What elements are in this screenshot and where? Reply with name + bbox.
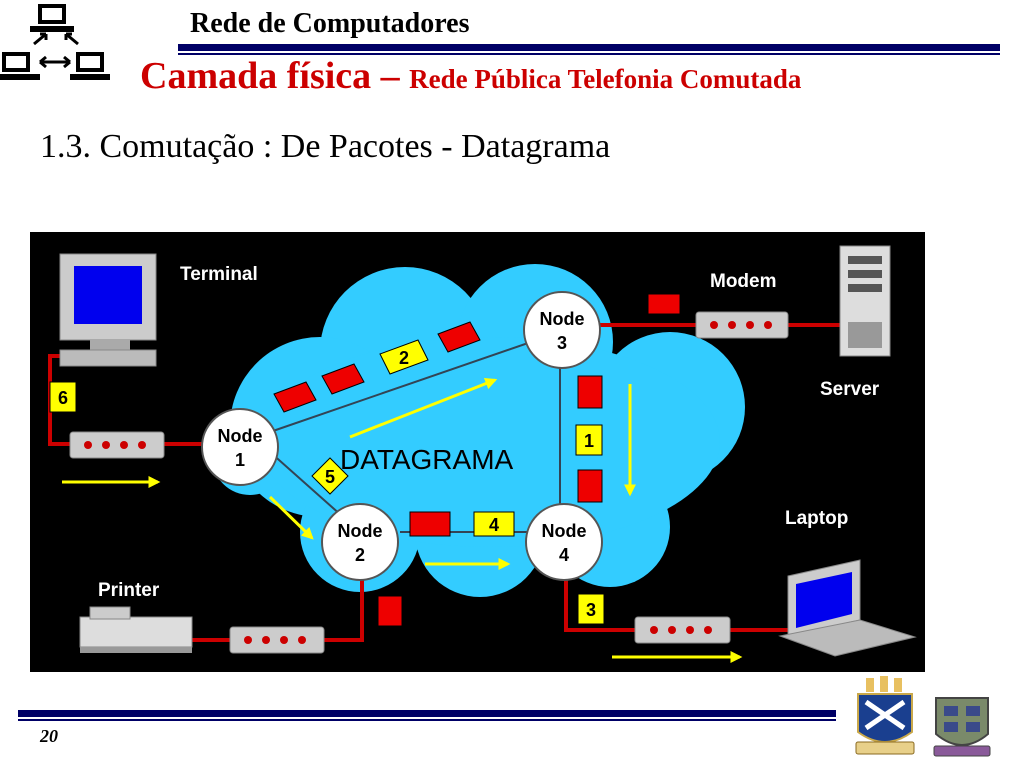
terminal-computer-icon bbox=[59, 253, 157, 367]
printer-label: Printer bbox=[98, 580, 160, 601]
slide-title: Camada física – Rede Pública Telefonia C… bbox=[140, 54, 801, 98]
packet-3: 3 bbox=[577, 593, 605, 625]
header-rule bbox=[178, 44, 1000, 51]
modem-printer bbox=[229, 626, 325, 654]
flow-arrows bbox=[62, 377, 743, 663]
node-2-word: Node bbox=[338, 521, 383, 541]
modem-server bbox=[695, 311, 789, 339]
node-3-word: Node bbox=[540, 309, 585, 329]
svg-text:4: 4 bbox=[489, 515, 499, 535]
server-label: Server bbox=[820, 379, 880, 400]
svg-text:2: 2 bbox=[399, 348, 409, 368]
modem-terminal bbox=[69, 431, 165, 459]
slide-title-main: Camada física – bbox=[140, 55, 410, 97]
footer-rule bbox=[18, 710, 836, 717]
node-1-number: 1 bbox=[235, 450, 245, 470]
node-1: Node 1 bbox=[201, 408, 279, 486]
datagram-label: DATAGRAMA bbox=[340, 444, 514, 475]
node-4: Node 4 bbox=[525, 503, 603, 581]
node-2-number: 2 bbox=[355, 545, 365, 565]
red-packets bbox=[273, 293, 681, 627]
university-seal-logo bbox=[855, 676, 915, 755]
slide-title-sub: Rede Pública Telefonia Comutada bbox=[409, 64, 802, 94]
svg-text:3: 3 bbox=[586, 600, 596, 620]
packet-2: 2 bbox=[379, 339, 429, 375]
modem-label: Modem bbox=[710, 271, 777, 292]
printer-icon bbox=[79, 606, 193, 653]
page-number: 20 bbox=[40, 726, 58, 746]
svg-text:1: 1 bbox=[584, 431, 594, 451]
terminal-label: Terminal bbox=[180, 264, 258, 285]
node-4-number: 4 bbox=[559, 545, 569, 565]
section-heading: 1.3. Comutação : De Pacotes - Datagrama bbox=[40, 128, 611, 165]
node-4-word: Node bbox=[542, 521, 587, 541]
red-packet bbox=[647, 293, 681, 315]
red-packet bbox=[273, 381, 317, 413]
packet-4: 4 bbox=[473, 511, 515, 537]
header-rule-thin bbox=[178, 53, 1000, 55]
red-packet bbox=[577, 469, 603, 503]
node-1-word: Node bbox=[218, 426, 263, 446]
node-2: Node 2 bbox=[321, 503, 399, 581]
laptop-label: Laptop bbox=[785, 508, 848, 529]
footer-rule-thin bbox=[18, 719, 836, 721]
red-packet bbox=[377, 595, 403, 627]
red-packet bbox=[577, 375, 603, 409]
course-title: Rede de Computadores bbox=[190, 8, 470, 39]
modem-laptop bbox=[634, 616, 731, 644]
packet-1: 1 bbox=[575, 424, 603, 456]
red-packet bbox=[321, 363, 365, 395]
red-packet bbox=[437, 321, 481, 353]
laptop-icon bbox=[778, 559, 917, 657]
network-logo-icon bbox=[0, 4, 110, 80]
department-seal-logo bbox=[933, 697, 991, 757]
datagram-diagram: Node 1 Node 2 Node 3 Node 4 DATAGRAMA 1 … bbox=[30, 232, 925, 672]
packet-6: 6 bbox=[49, 381, 77, 413]
red-packet bbox=[409, 511, 451, 537]
node-3: Node 3 bbox=[523, 291, 601, 369]
server-icon bbox=[839, 245, 891, 357]
svg-text:5: 5 bbox=[325, 467, 335, 487]
node-3-number: 3 bbox=[557, 333, 567, 353]
svg-text:6: 6 bbox=[58, 388, 68, 408]
packet-5: 5 bbox=[311, 457, 349, 495]
